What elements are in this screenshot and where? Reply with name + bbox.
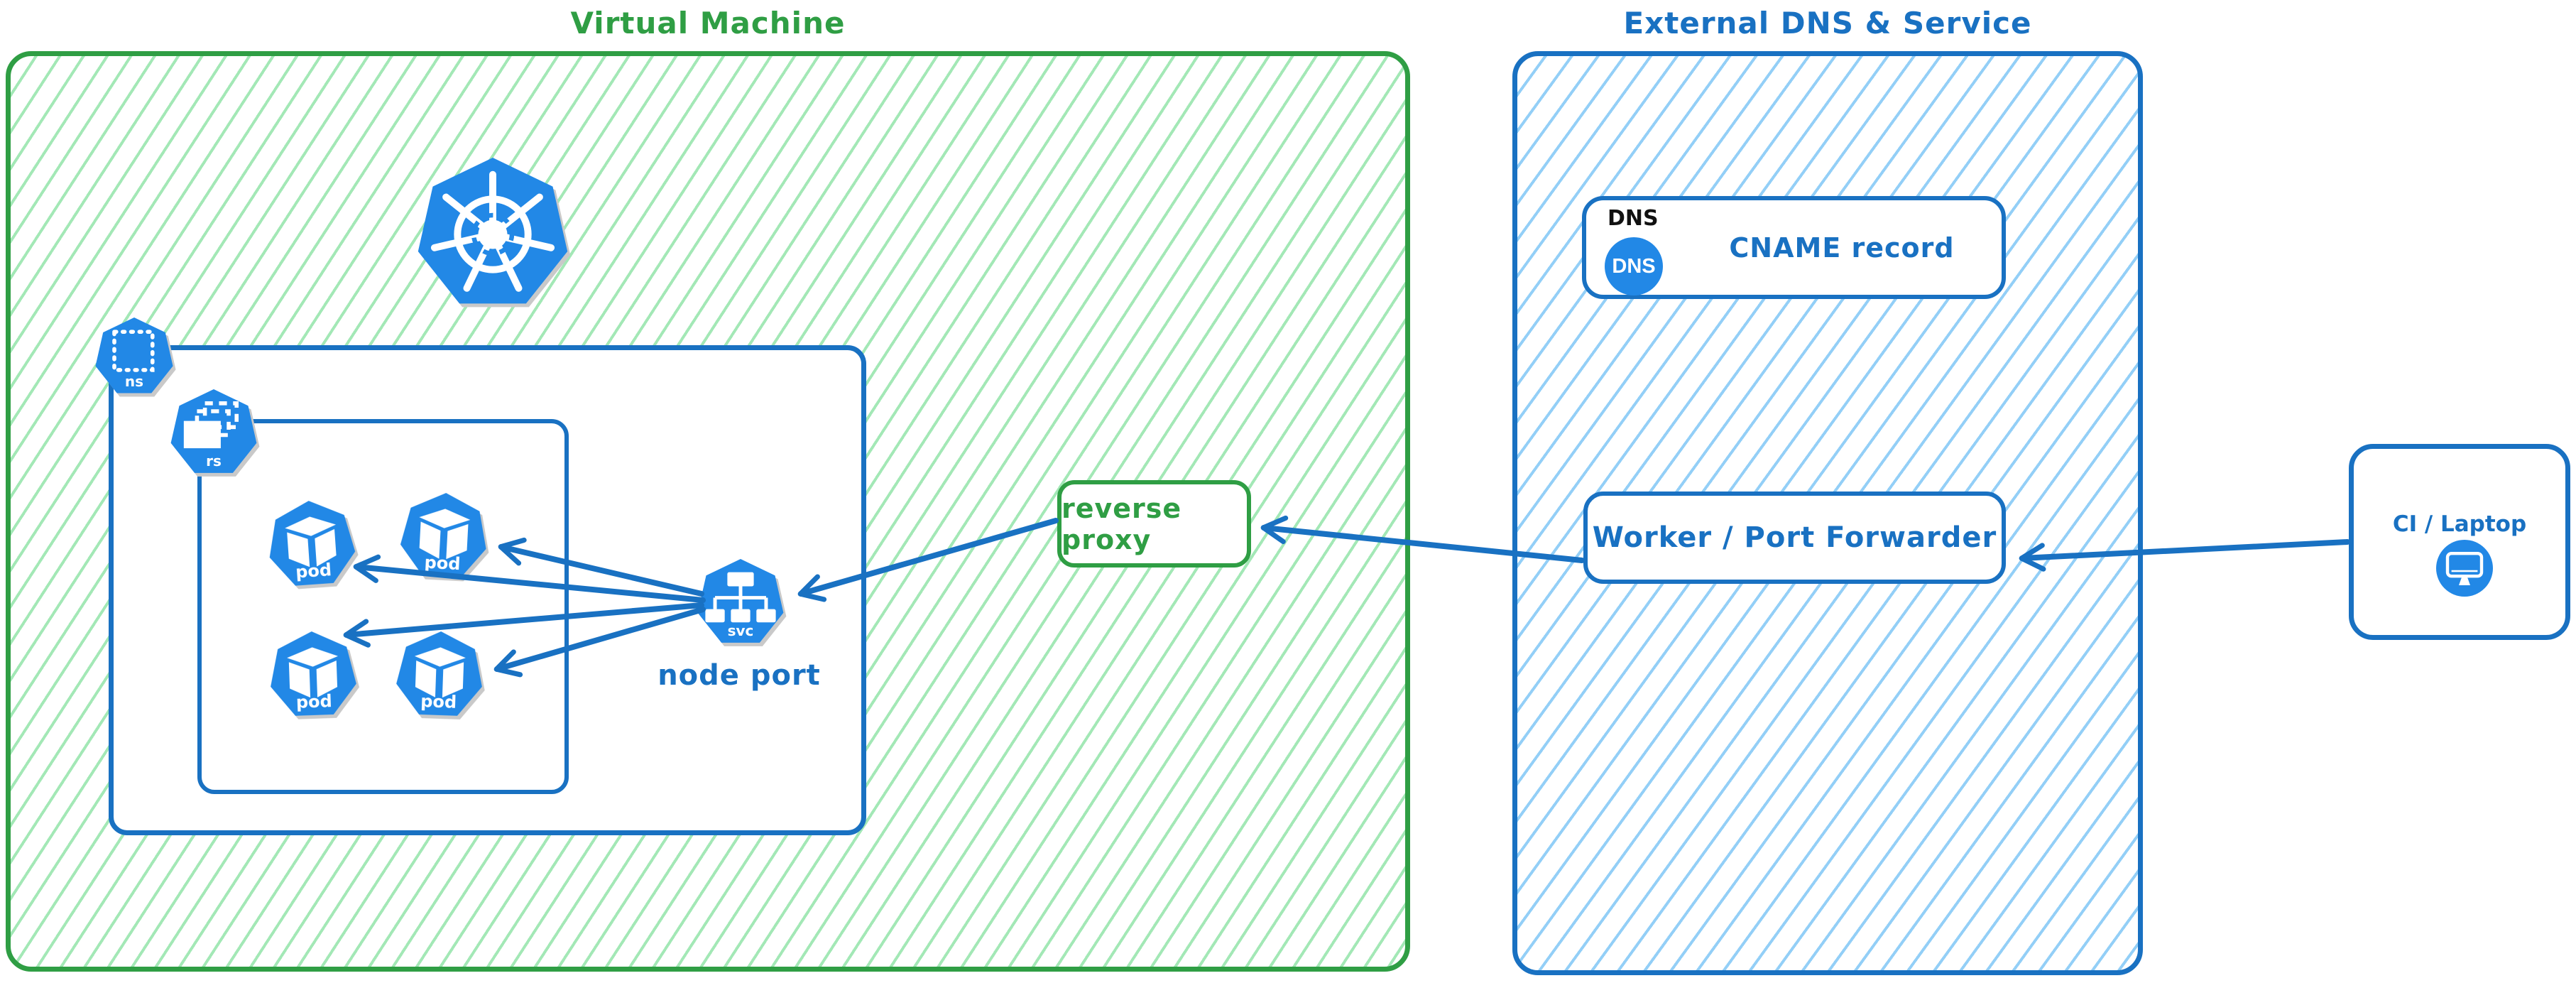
cname-record-label: CNAME record — [1729, 232, 1955, 264]
pod-icon: pod — [268, 630, 359, 721]
kubernetes-logo-icon — [416, 158, 569, 311]
pod-icon: pod — [394, 630, 485, 721]
dns-icon: DNS — [1605, 237, 1663, 295]
monitor-glyph — [2445, 552, 2484, 585]
pod-icon: pod — [265, 498, 359, 592]
pod-icon-label: pod — [423, 552, 462, 575]
service-icon-label: svc — [727, 621, 754, 639]
external-dns-title: External DNS & Service — [1623, 6, 2032, 40]
node-tree-glyph — [705, 572, 776, 623]
ci-laptop-box: CI / Laptop — [2349, 444, 2570, 640]
dns-tag-label: DNS — [1608, 206, 1659, 231]
reverse-proxy-box: reverse proxy — [1057, 480, 1251, 567]
reverse-proxy-label: reverse proxy — [1061, 492, 1182, 555]
ci-laptop-label: CI / Laptop — [2392, 511, 2527, 537]
dns-record-box: DNS DNS CNAME record — [1582, 196, 2006, 299]
node-port-label: node port — [657, 659, 821, 692]
virtual-machine-title: Virtual Machine — [570, 6, 846, 40]
monitor-icon — [2436, 540, 2493, 597]
dashed-square-glyph — [112, 330, 155, 372]
cube-glyph — [394, 630, 485, 721]
service-icon: svc — [697, 559, 785, 647]
cube-glyph — [268, 630, 359, 721]
stacked-rects-glyph — [183, 401, 239, 449]
dns-icon-label: DNS — [1612, 254, 1656, 278]
pod-icon-label: pod — [420, 690, 457, 712]
replicaset-icon: rs — [170, 389, 258, 477]
namespace-icon: ns — [94, 317, 174, 397]
worker-box: Worker / Port Forwarder — [1583, 492, 2006, 584]
cube-glyph — [398, 491, 490, 583]
pod-icon-label: pod — [295, 690, 333, 712]
helm-wheel-glyph — [430, 170, 555, 292]
replicaset-icon-label: rs — [206, 452, 222, 469]
worker-label: Worker / Port Forwarder — [1592, 521, 1997, 554]
cube-glyph — [265, 498, 359, 592]
pod-icon: pod — [398, 491, 490, 583]
namespace-icon-label: ns — [124, 372, 144, 390]
